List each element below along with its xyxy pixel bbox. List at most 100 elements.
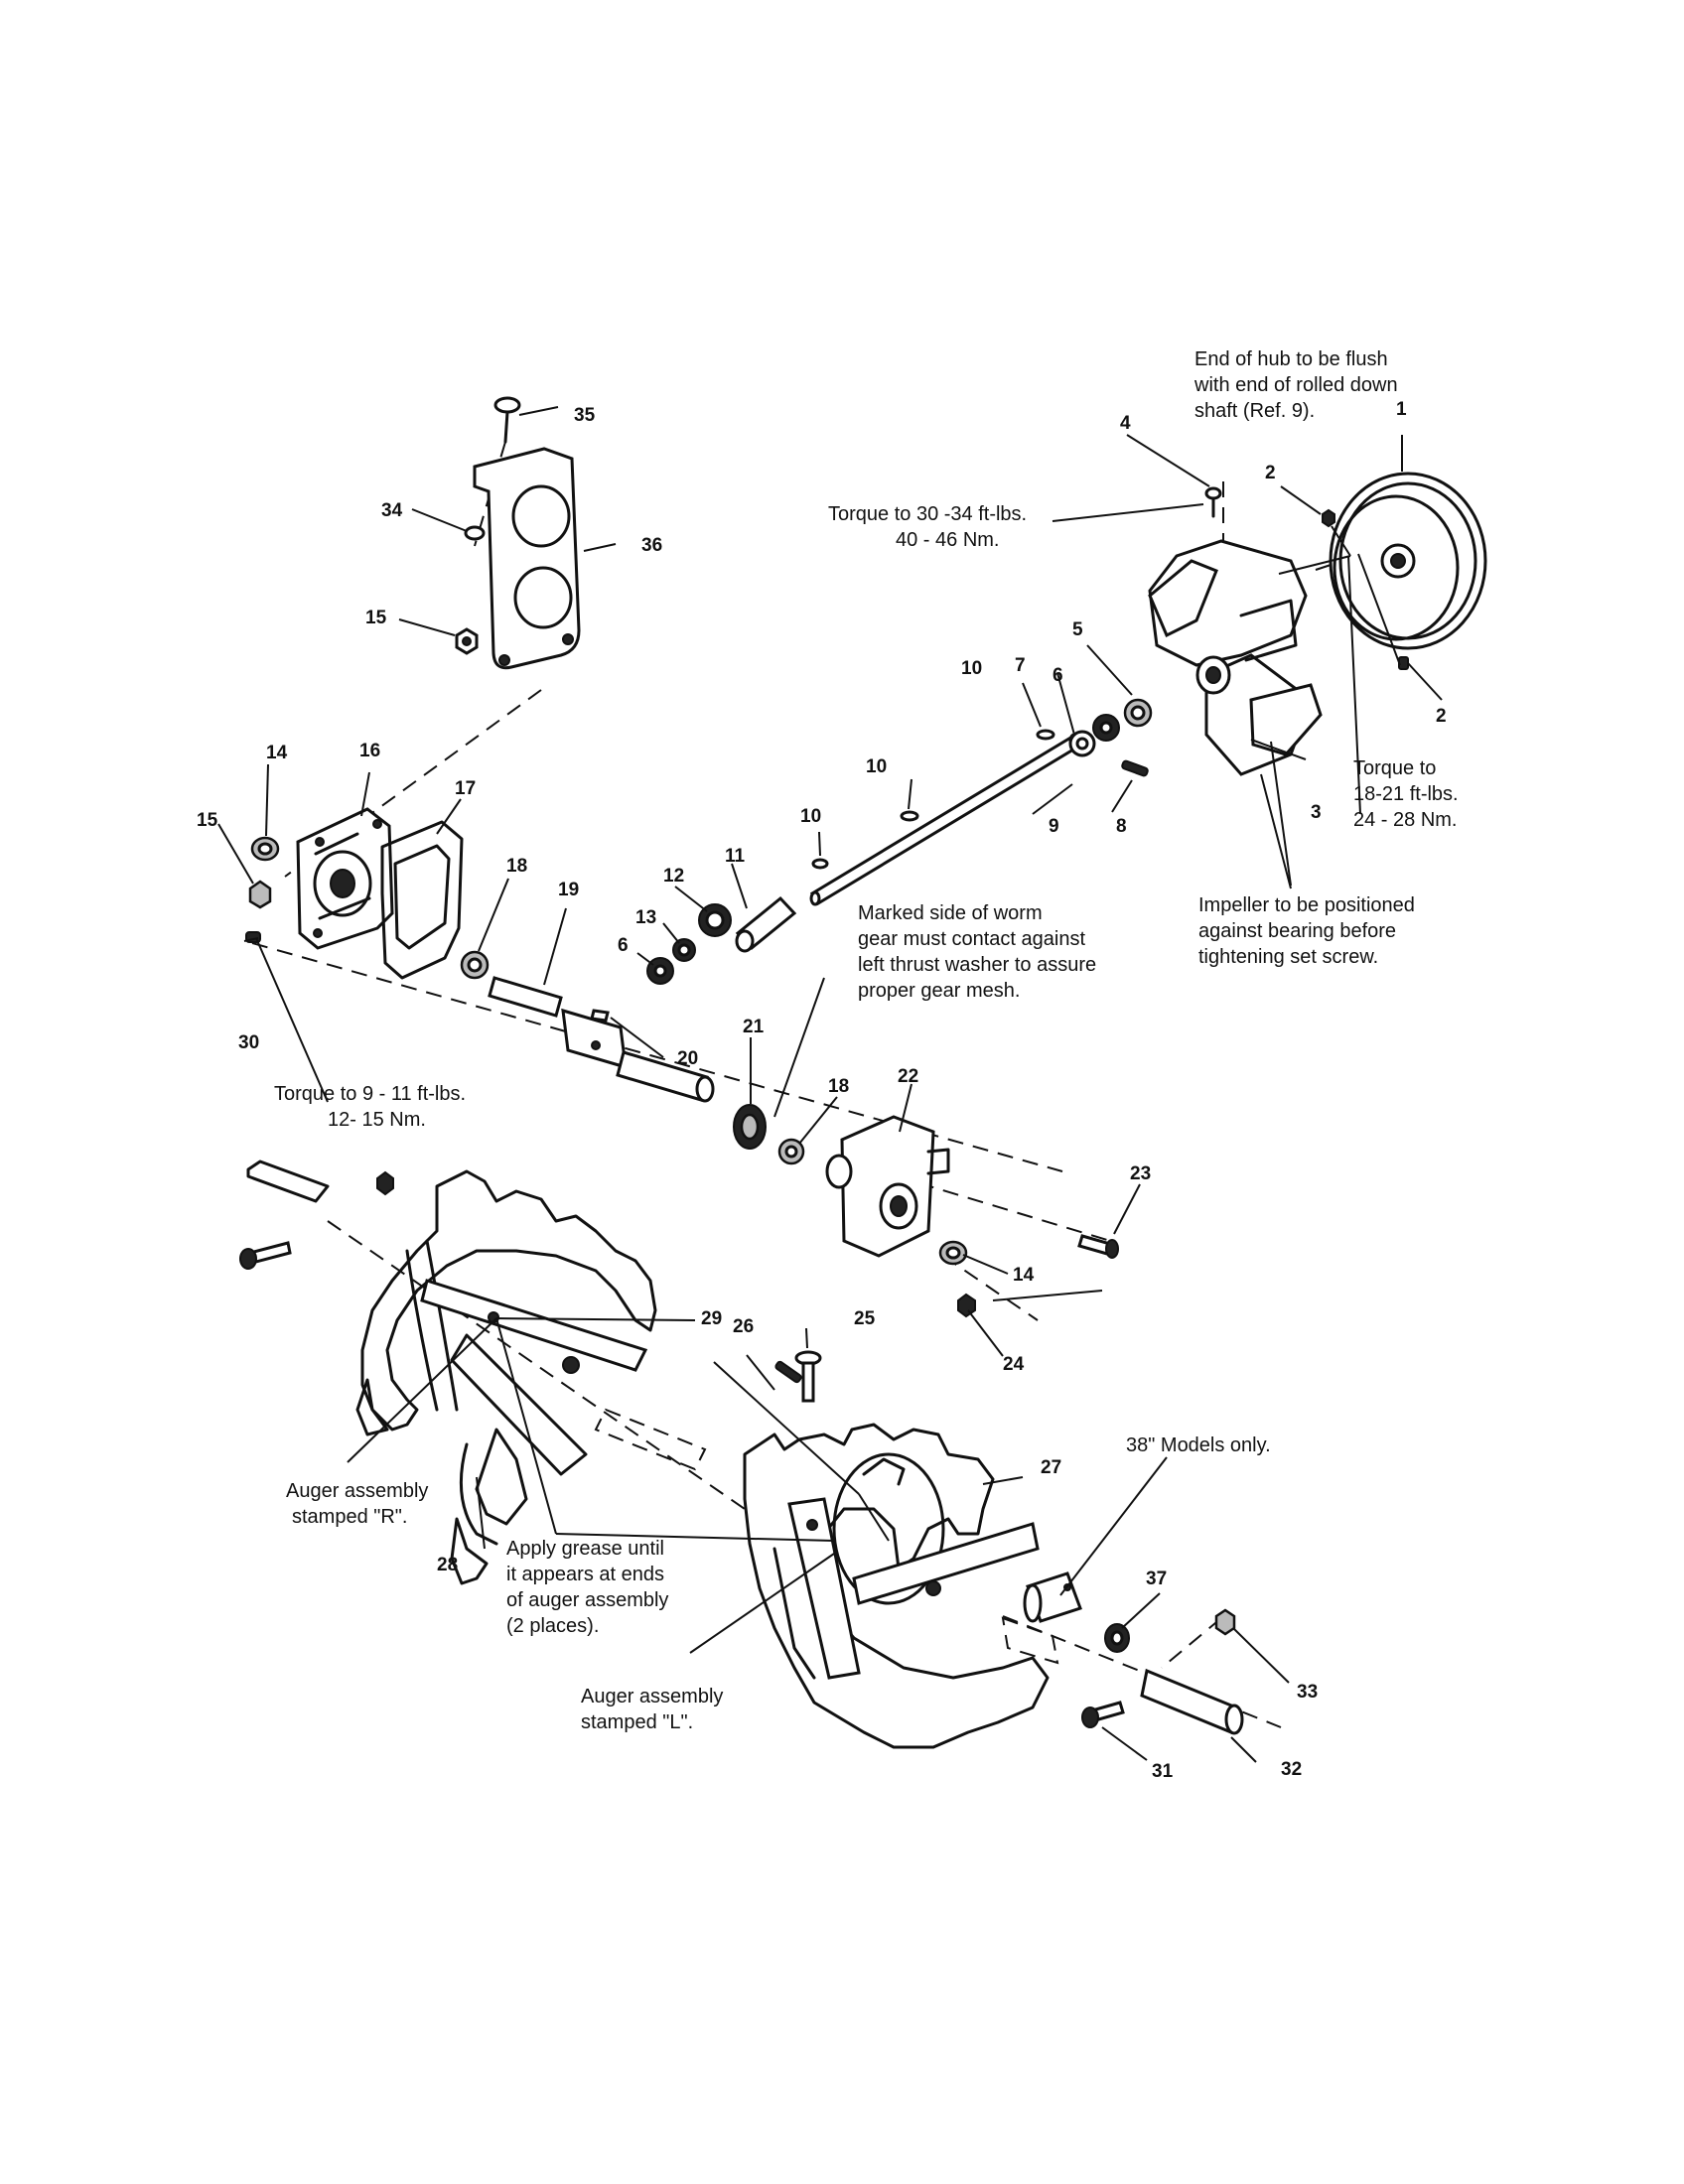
nut-33 (1214, 1608, 1236, 1636)
callout-10-a: 10 (961, 658, 982, 679)
svg-text:Auger assembly: Auger assembly (581, 1686, 723, 1707)
callout-33: 33 (1297, 1682, 1318, 1703)
key-10-c (811, 858, 829, 870)
callout-15-left: 15 (197, 810, 218, 831)
callout-17: 17 (455, 778, 476, 799)
callout-9: 9 (1049, 816, 1059, 837)
callout-6-right: 6 (1052, 665, 1063, 686)
callout-5: 5 (1072, 619, 1083, 640)
svg-text:Torque to: Torque to (1353, 757, 1436, 779)
callout-13: 13 (635, 907, 656, 928)
svg-text:against bearing before: against bearing before (1198, 920, 1396, 942)
svg-text:40 - 46 Nm.: 40 - 46 Nm. (896, 529, 999, 551)
set-screw-2-bottom (1398, 656, 1409, 670)
svg-text:with end of rolled down: with end of rolled down (1193, 374, 1398, 396)
tube-11 (735, 895, 797, 953)
pin-25 (794, 1350, 822, 1403)
callout-24: 24 (1003, 1354, 1025, 1375)
callout-8: 8 (1116, 816, 1127, 837)
callout-37: 37 (1146, 1569, 1167, 1589)
callout-10-c: 10 (800, 806, 821, 827)
callout-27: 27 (1041, 1457, 1061, 1478)
thrust-washer-18-right (777, 1138, 805, 1165)
auger-hub-dashed-tube (594, 1408, 707, 1471)
note-worm-gear: Marked side of worm gear must contact ag… (858, 902, 1096, 1002)
pulley-1 (1329, 472, 1487, 650)
callout-numbers: 35 34 36 15 4 2 1 2 5 6 7 10 3 8 9 10 10… (197, 399, 1447, 1782)
svg-text:Impeller to be positioned: Impeller to be positioned (1198, 894, 1415, 916)
callout-20: 20 (677, 1048, 698, 1069)
tube-32 (1140, 1668, 1244, 1735)
spring-12 (698, 903, 732, 937)
washer-5 (1123, 698, 1153, 728)
impeller-3 (1148, 539, 1323, 776)
callout-22: 22 (898, 1066, 918, 1087)
svg-text:left thrust washer to assure: left thrust washer to assure (858, 954, 1096, 976)
note-impeller: Impeller to be positioned against bearin… (1198, 894, 1415, 968)
gear-case-22 (825, 1115, 950, 1258)
extension-tube-38in (1001, 1571, 1082, 1665)
spacer-7 (1068, 730, 1096, 757)
note-torque-9: Torque to 9 - 11 ft-lbs. 12- 15 Nm. (274, 1083, 466, 1131)
key-20 (590, 1009, 610, 1023)
callout-36: 36 (641, 535, 662, 556)
shear-pin-26 (774, 1360, 802, 1384)
bolt-23 (1077, 1234, 1119, 1259)
note-torque-30: Torque to 30 -34 ft-lbs. 40 - 46 Nm. (828, 503, 1027, 551)
svg-text:it appears at ends: it appears at ends (506, 1564, 664, 1585)
svg-text:12- 15 Nm.: 12- 15 Nm. (328, 1109, 426, 1131)
svg-text:of auger assembly: of auger assembly (506, 1589, 668, 1611)
callout-28: 28 (437, 1555, 458, 1575)
note-38-models: 38" Models only. (1126, 1434, 1271, 1456)
note-auger-l: Auger assembly stamped "L". (581, 1686, 723, 1733)
lock-washer-34 (464, 525, 486, 541)
callout-15-top: 15 (365, 608, 387, 628)
note-auger-r: Auger assembly stamped "R". (286, 1480, 428, 1528)
callout-14-right: 14 (1013, 1265, 1035, 1286)
callout-16: 16 (359, 741, 380, 761)
callout-6-left: 6 (618, 935, 629, 956)
svg-text:shaft (Ref. 9).: shaft (Ref. 9). (1194, 400, 1315, 422)
callout-11: 11 (725, 846, 746, 867)
callout-18-right: 18 (828, 1076, 849, 1097)
auger-assembly-r-28 (355, 1169, 657, 1585)
belt-guard-plate-36 (473, 447, 581, 670)
svg-text:Auger assembly: Auger assembly (286, 1480, 428, 1502)
nut-14-right (938, 1240, 968, 1266)
callout-35: 35 (574, 405, 596, 426)
worm-shaft-19 (488, 976, 715, 1103)
callout-3: 3 (1311, 802, 1322, 823)
note-torque-18: Torque to 18-21 ft-lbs. 24 - 28 Nm. (1353, 757, 1459, 831)
bolt-31 (1081, 1701, 1125, 1728)
svg-text:Apply grease until: Apply grease until (506, 1538, 664, 1560)
callout-7: 7 (1015, 655, 1026, 676)
callout-21: 21 (743, 1017, 765, 1037)
auger-assembly-l-27 (743, 1423, 1050, 1749)
callout-30: 30 (238, 1032, 259, 1053)
svg-text:Marked side of worm: Marked side of worm (858, 902, 1043, 924)
svg-text:Torque to 30 -34 ft-lbs.: Torque to 30 -34 ft-lbs. (828, 503, 1027, 525)
key-10-a (1036, 729, 1055, 741)
callout-29: 29 (701, 1308, 722, 1329)
gasket-17 (380, 820, 464, 980)
nut-15-left (248, 880, 272, 909)
gear-housing-16 (296, 807, 394, 950)
lock-nut-2-top (1322, 508, 1335, 528)
washer-13 (672, 938, 696, 962)
key-10-b (900, 810, 919, 822)
bearing-6-right (1092, 714, 1120, 742)
callout-23: 23 (1130, 1163, 1151, 1184)
bolt-24 (957, 1293, 976, 1318)
callout-31: 31 (1152, 1761, 1174, 1782)
svg-text:(2 places).: (2 places). (506, 1615, 599, 1637)
bearing-6-left (646, 957, 674, 985)
callout-14-left: 14 (266, 743, 288, 763)
bushing-37 (1104, 1623, 1130, 1653)
svg-text:38" Models only.: 38" Models only. (1126, 1434, 1271, 1456)
callout-1: 1 (1396, 399, 1407, 420)
svg-text:End of hub to be flush: End of hub to be flush (1194, 348, 1388, 370)
callout-25: 25 (854, 1308, 876, 1329)
callout-10-b: 10 (866, 756, 887, 777)
callout-2-top: 2 (1265, 463, 1276, 483)
